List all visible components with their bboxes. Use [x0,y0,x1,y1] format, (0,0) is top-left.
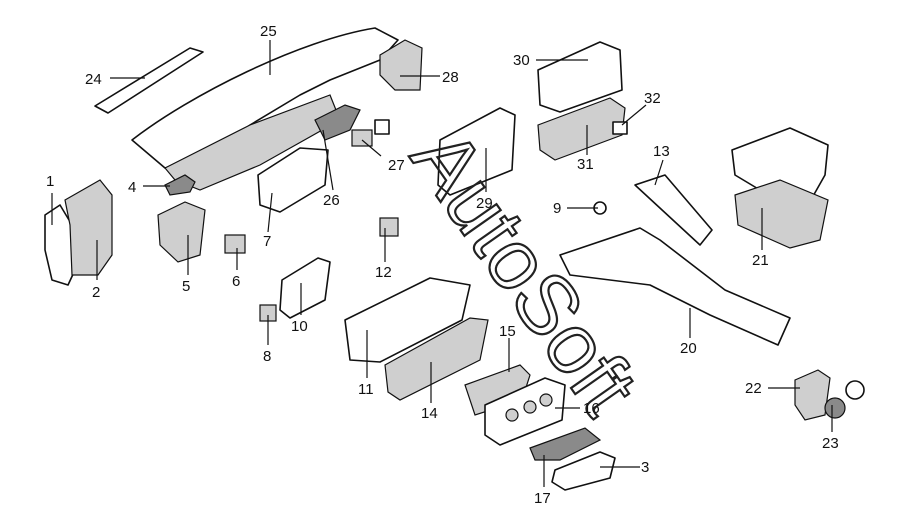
part-14-lens [384,317,489,401]
callout-6: 6 [232,273,240,290]
part-12-switch [379,217,399,237]
callout-28: 28 [442,69,459,86]
part-23-knob [824,397,846,419]
callout-24: 24 [85,71,102,88]
part-13-console-top [634,174,713,246]
callout-14: 14 [421,405,438,422]
part-3-trim-bar [551,451,616,491]
part-17-ashtray [529,427,602,461]
part-5-switch-panel [157,201,206,263]
part-4-vent [164,174,196,196]
callout-7: 7 [263,233,271,250]
callout-29: 29 [476,195,493,212]
leader-lines [51,40,833,487]
part-31-lower-box [537,97,626,161]
callout-11: 11 [358,381,374,398]
callout-16: 16 [583,400,600,417]
callout-25: 25 [260,23,277,40]
callout-13: 13 [653,143,670,160]
part-24-defroster-strip [94,47,204,114]
callout-21: 21 [752,252,769,269]
part-28-side-vent [379,39,423,91]
callout-labels: 1 2 3 4 5 6 7 8 9 10 11 12 13 14 15 16 1… [46,23,839,507]
part-32-latch [612,121,628,135]
callout-4: 4 [128,179,136,196]
callout-22: 22 [745,380,762,397]
part-30-glove-box [537,41,623,113]
callout-15: 15 [499,323,516,340]
part-10-gauge-face [279,257,331,319]
callout-31: 31 [577,156,594,173]
callout-5: 5 [182,278,190,295]
part-21-armrest [731,127,829,199]
part-29-glove-lid [437,107,516,196]
part-7-cluster-housing [257,147,329,213]
callout-2: 2 [92,284,100,301]
part-27-knob [374,119,390,135]
part-20-center-console [559,227,791,346]
part-16-knob-b [523,400,537,414]
callout-32: 32 [644,90,661,107]
part-2-lower-panel [64,179,113,276]
part-6-switch [224,234,246,254]
callout-26: 26 [323,192,340,209]
part-27-switch [351,129,373,147]
part-22-vent [794,369,831,421]
part-25-dashboard-panel [131,27,399,169]
callout-1: 1 [46,173,54,190]
callout-9: 9 [553,200,561,217]
part-23-knob-b [845,380,865,400]
part-16-knob-a [505,408,519,422]
callout-30: 30 [513,52,530,69]
part-21-armrest-base [734,179,829,249]
callout-23: 23 [822,435,839,452]
part-11-cluster-frame [344,277,471,363]
callout-17: 17 [534,490,551,507]
callout-27: 27 [388,157,405,174]
callout-20: 20 [680,340,697,357]
callout-3: 3 [641,459,649,476]
part-16-knob-c [539,393,553,407]
callout-10: 10 [291,318,308,335]
callout-12: 12 [375,264,392,281]
callout-8: 8 [263,348,271,365]
part-26-column-cover [314,104,361,141]
